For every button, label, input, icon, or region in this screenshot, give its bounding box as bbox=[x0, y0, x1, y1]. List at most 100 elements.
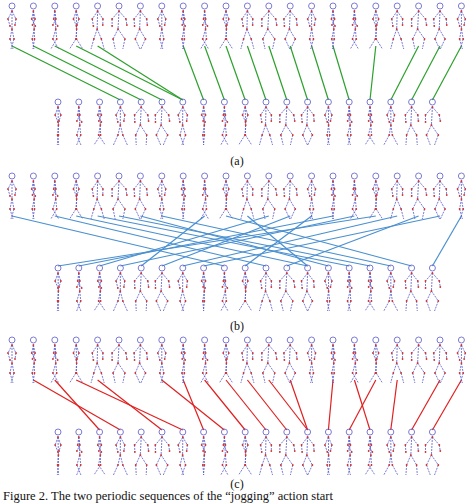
joint-dot bbox=[331, 358, 333, 360]
pose-figure bbox=[261, 173, 278, 219]
joint-dot bbox=[184, 25, 186, 27]
bone-line bbox=[53, 199, 56, 209]
joint-dot bbox=[331, 372, 333, 374]
joint-dot bbox=[34, 195, 36, 197]
bone-line bbox=[262, 11, 269, 19]
bone-line bbox=[245, 273, 246, 291]
bone-line bbox=[397, 363, 401, 373]
bone-line bbox=[303, 135, 308, 145]
joint-dot bbox=[9, 208, 11, 210]
bone-line bbox=[312, 199, 314, 209]
bone-line bbox=[54, 189, 58, 196]
joint-dot bbox=[57, 195, 59, 197]
joint-dot bbox=[459, 195, 461, 197]
bone-line bbox=[140, 363, 146, 373]
bone-line bbox=[375, 11, 376, 29]
bone-line bbox=[226, 345, 227, 363]
bone-line bbox=[313, 115, 314, 121]
joint-dot bbox=[417, 198, 419, 200]
joint-dot bbox=[284, 372, 286, 374]
joint-dot bbox=[34, 18, 36, 20]
bone-line bbox=[116, 281, 118, 288]
joint-dot bbox=[261, 300, 263, 302]
bone-line bbox=[251, 39, 254, 49]
joint-dot bbox=[225, 372, 227, 374]
bone-line bbox=[327, 301, 329, 311]
bone-line bbox=[141, 39, 146, 49]
joint-dot bbox=[402, 352, 404, 354]
pose-figure bbox=[30, 337, 36, 383]
pose-figure bbox=[279, 99, 296, 145]
bone-line bbox=[392, 19, 393, 26]
bone-line bbox=[311, 39, 314, 49]
joint-dot bbox=[417, 280, 419, 282]
head-circle bbox=[305, 99, 311, 105]
head-circle bbox=[76, 265, 82, 271]
bone-line bbox=[99, 125, 101, 135]
bone-line bbox=[308, 19, 310, 26]
joint-dot bbox=[55, 362, 57, 364]
joint-dot bbox=[426, 24, 428, 26]
bone-line bbox=[393, 115, 394, 121]
bone-line bbox=[203, 29, 206, 39]
joint-dot bbox=[76, 134, 78, 136]
bone-line bbox=[223, 115, 227, 122]
head-circle bbox=[416, 337, 422, 343]
bone-line bbox=[119, 345, 126, 353]
bone-line bbox=[401, 373, 404, 383]
joint-dot bbox=[52, 372, 54, 374]
bone-line bbox=[405, 281, 407, 288]
bone-line bbox=[57, 125, 59, 135]
bone-line bbox=[12, 363, 14, 373]
bone-line bbox=[123, 373, 125, 383]
bone-line bbox=[178, 107, 183, 115]
joint-dot bbox=[242, 25, 244, 27]
joint-dot bbox=[34, 359, 36, 361]
head-circle bbox=[202, 173, 208, 179]
bone-line bbox=[219, 209, 225, 219]
joint-dot bbox=[139, 362, 141, 364]
bone-line bbox=[245, 301, 251, 311]
head-circle bbox=[73, 3, 79, 9]
bone-line bbox=[284, 181, 290, 189]
joint-dot bbox=[202, 208, 204, 210]
joint-dot bbox=[328, 106, 330, 108]
joint-dot bbox=[293, 114, 295, 116]
joint-dot bbox=[412, 38, 414, 40]
bone-line bbox=[393, 363, 396, 373]
joint-dot bbox=[355, 18, 357, 20]
joint-dot bbox=[347, 280, 349, 282]
joint-dot bbox=[437, 300, 439, 302]
bone-line bbox=[222, 291, 225, 301]
bone-line bbox=[239, 301, 245, 311]
joint-dot bbox=[79, 290, 81, 292]
joint-dot bbox=[247, 10, 249, 12]
bone-line bbox=[426, 125, 431, 135]
bone-line bbox=[261, 19, 262, 26]
joint-dot bbox=[222, 134, 224, 136]
bone-line bbox=[435, 209, 440, 219]
bone-line bbox=[280, 107, 287, 115]
bone-line bbox=[293, 281, 295, 287]
joint-dot bbox=[245, 287, 247, 289]
joint-dot bbox=[134, 195, 136, 197]
joint-dot bbox=[78, 18, 80, 20]
bone-line bbox=[178, 115, 180, 122]
bone-line bbox=[91, 209, 94, 219]
joint-dot bbox=[301, 280, 303, 282]
bone-line bbox=[203, 353, 206, 359]
joint-dot bbox=[222, 18, 224, 20]
joint-dot bbox=[444, 38, 446, 40]
bone-line bbox=[245, 107, 248, 115]
joint-dot bbox=[283, 25, 285, 27]
bone-line bbox=[55, 11, 56, 19]
bone-line bbox=[224, 273, 225, 281]
bone-line bbox=[281, 291, 286, 301]
bone-line bbox=[413, 39, 415, 49]
bone-line bbox=[285, 273, 287, 291]
joint-dot bbox=[368, 120, 370, 122]
pose-figure bbox=[384, 99, 398, 145]
bone-line bbox=[136, 125, 141, 135]
joint-dot bbox=[292, 300, 294, 302]
joint-dot bbox=[76, 194, 78, 196]
